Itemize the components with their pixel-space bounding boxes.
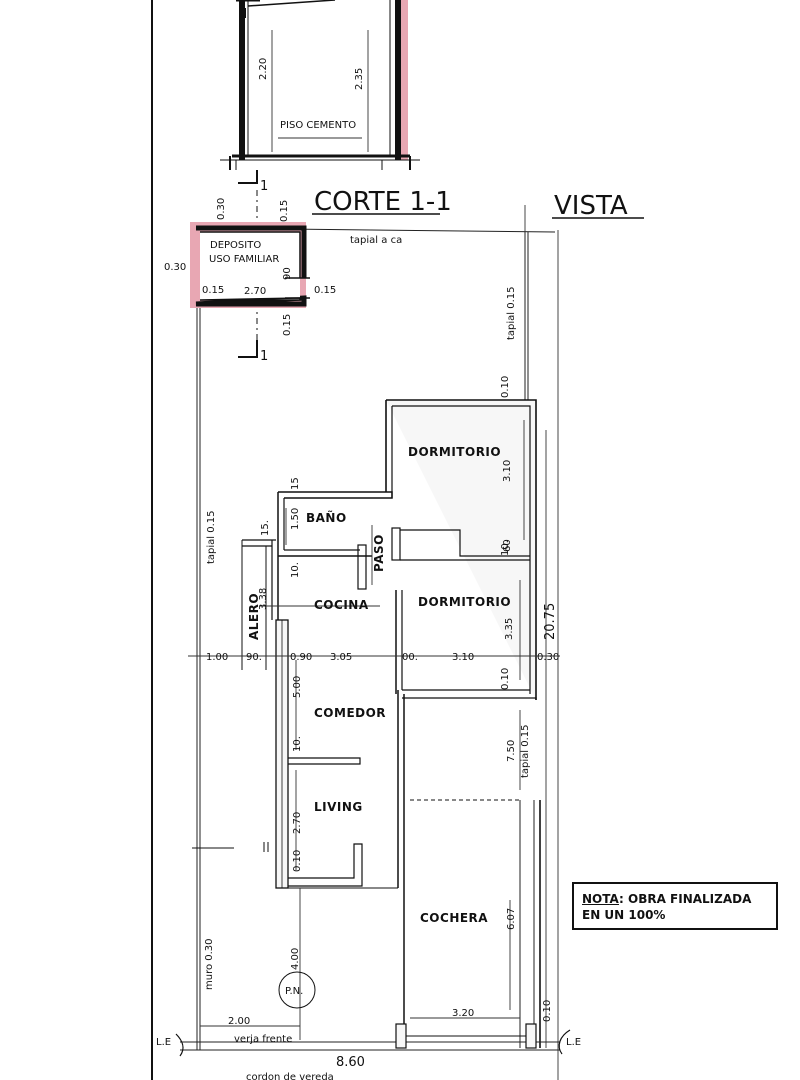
room-comedor: COMEDOR (314, 706, 386, 720)
deposit-dim-wall-right: 0.15 (314, 285, 336, 296)
dim-320: 3.20 (452, 1008, 474, 1019)
room-cocina: COCINA (314, 598, 369, 612)
dim-860: 8.60 (336, 1055, 365, 1070)
section-floor-label: PISO CEMENTO (280, 120, 356, 131)
room-dormitorio-1: DORMITORIO (408, 445, 501, 459)
dim-100: 1.00 (206, 652, 228, 663)
dim-400: 4.00 (290, 948, 301, 970)
deposit-width-dim: 2.70 (244, 286, 266, 297)
dim-270: 2.70 (292, 812, 303, 834)
dim-335: 3.35 (504, 618, 515, 640)
tapial-right-low: tapial 0.15 (520, 724, 531, 778)
deposit-dim-top-right: 0.15 (279, 200, 290, 222)
view-title: VISTA (554, 191, 628, 221)
dimension-lines (188, 420, 560, 1040)
pn-label: P.N. (285, 986, 303, 997)
dim-10b: 10. (500, 540, 511, 556)
plot-outline (180, 205, 560, 1080)
le-left-arc (175, 1033, 184, 1057)
room-paso: PASO (372, 534, 386, 572)
cut-marker-top (238, 170, 258, 184)
note-box: NOTA: OBRA FINALIZADA EN UN 100% (572, 882, 778, 930)
house-walls (192, 399, 537, 1049)
room-bano: BAÑO (306, 510, 347, 525)
dim-338: 3.38 (258, 588, 269, 610)
note-line1: : OBRA FINALIZADA (619, 892, 752, 906)
cut-marker-top-label: 1 (260, 179, 268, 194)
dim-010c: 0.10 (292, 850, 303, 872)
verja-label: verja frente (234, 1034, 292, 1045)
dim-090: 0.90 (290, 652, 312, 663)
dim-010a: 0.10 (500, 376, 511, 398)
tapial-top-label: tapial a ca (350, 235, 402, 246)
muro-label: muro 0.30 (204, 938, 215, 990)
pn-marker (278, 971, 316, 1009)
cut-marker-bottom-label: 1 (260, 349, 268, 364)
dim-305: 3.05 (330, 652, 352, 663)
room-living: LIVING (314, 800, 363, 814)
room-cochera: COCHERA (420, 911, 488, 925)
dim-00: 00. (402, 652, 418, 663)
dim-15a: 15 (290, 477, 301, 490)
deposit-name-line1: DEPOSITO (210, 240, 261, 251)
deposit-dim-inner: 90 (282, 267, 293, 280)
note-label: NOTA (582, 892, 620, 906)
deposit-dim-side: 0.30 (164, 262, 186, 273)
dim-2075: 20.75 (543, 603, 558, 640)
le-left-label: L.E (156, 1037, 171, 1048)
dim-310: 3.10 (452, 652, 474, 663)
deposit-dim-bottom: 0.15 (282, 314, 293, 336)
section-drawing (220, 0, 420, 170)
dim-500: 5.00 (292, 676, 303, 698)
note-line2: EN UN 100% (582, 908, 666, 922)
dim-750: 7.50 (506, 740, 517, 762)
deposit-name-line2: USO FAMILIAR (209, 254, 279, 265)
room-dormitorio-2: DORMITORIO (418, 595, 511, 609)
dim-150: 1.50 (290, 508, 301, 530)
deposit-dim-top-left: 0.30 (216, 198, 227, 220)
deposit-interior (200, 232, 300, 300)
deposit-dim-wall-left: 0.15 (202, 285, 224, 296)
dim-010b: 0.10 (500, 668, 511, 690)
section-height-left: 2.20 (258, 58, 269, 80)
dim-607: 6.07 (506, 908, 517, 930)
dim-010d: 0.10 (542, 1000, 553, 1022)
dim-10a: 10. (290, 562, 301, 578)
dim-90: 90. (246, 652, 262, 663)
room-alero: ALERO (247, 593, 261, 640)
le-right-label: L.E (566, 1037, 581, 1048)
section-height-right: 2.35 (354, 68, 365, 90)
bottom-sub-label: cordon de vereda (246, 1072, 334, 1080)
deposit-walls (195, 225, 307, 307)
dim-10c: 10. (292, 736, 303, 752)
dim-200: 2.00 (228, 1016, 250, 1027)
dim-15b: 15. (260, 520, 271, 536)
tapial-left: tapial 0.15 (206, 510, 217, 564)
cut-marker-bottom (238, 340, 258, 358)
dim-60: 60 (502, 539, 513, 552)
dim-030: 0.30 (537, 652, 559, 663)
dim-310-top: 3.10 (502, 460, 513, 482)
section-title: CORTE 1-1 (314, 187, 452, 217)
le-right-arc (558, 1029, 571, 1055)
tapial-right-top: tapial 0.15 (506, 286, 517, 340)
